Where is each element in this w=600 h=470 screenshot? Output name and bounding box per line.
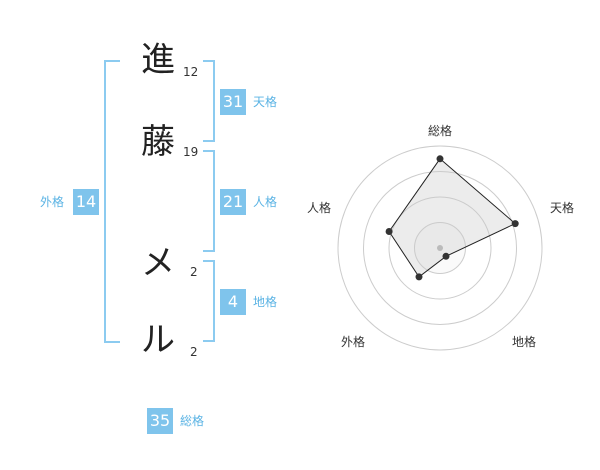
stroke-count-1: 12 — [183, 65, 199, 79]
gaikaku-label: 外格 — [40, 195, 65, 209]
radar-point-4 — [415, 273, 423, 281]
stroke-count-3: 2 — [190, 265, 198, 279]
soukaku-value: 35 — [147, 408, 173, 434]
name-char-4: ル — [141, 320, 175, 360]
gaikaku-value: 14 — [73, 189, 99, 215]
radar-label-tenkaku: 天格 — [550, 200, 574, 215]
stroke-count-2: 19 — [183, 145, 199, 159]
name-char-3: メ — [141, 243, 175, 283]
radar-label-jinkaku: 人格 — [307, 200, 331, 215]
radar-point-5 — [385, 228, 393, 235]
radar-point-2 — [511, 220, 519, 228]
radar-ring — [388, 196, 492, 300]
radar-shape — [388, 158, 517, 278]
tenkaku-bracket — [203, 60, 215, 142]
radar-ring — [337, 145, 543, 351]
radar-label-chikaku: 地格 — [512, 334, 536, 349]
stroke-count-4: 2 — [190, 345, 198, 359]
chikaku-label: 地格 — [253, 295, 278, 309]
tenkaku-value: 31 — [220, 89, 246, 115]
name-char-2: 藤 — [141, 122, 175, 162]
tenkaku-label: 天格 — [253, 95, 278, 109]
radar-point-1 — [436, 155, 444, 163]
radar-point-3 — [442, 252, 450, 260]
jinkaku-value: 21 — [220, 189, 246, 215]
name-char-1: 進 — [141, 40, 175, 80]
gaikaku-bracket — [104, 60, 120, 343]
radar-label-gaikaku: 外格 — [341, 334, 365, 349]
radar-center — [437, 245, 443, 251]
jinkaku-label: 人格 — [253, 195, 278, 209]
chikaku-bracket — [203, 260, 215, 342]
radar-label-soukaku: 総格 — [428, 123, 452, 138]
soukaku-label: 総格 — [180, 414, 205, 428]
radar-ring — [363, 171, 517, 325]
jinkaku-bracket — [203, 150, 215, 252]
chikaku-value: 4 — [220, 289, 246, 315]
radar-points — [385, 155, 519, 281]
